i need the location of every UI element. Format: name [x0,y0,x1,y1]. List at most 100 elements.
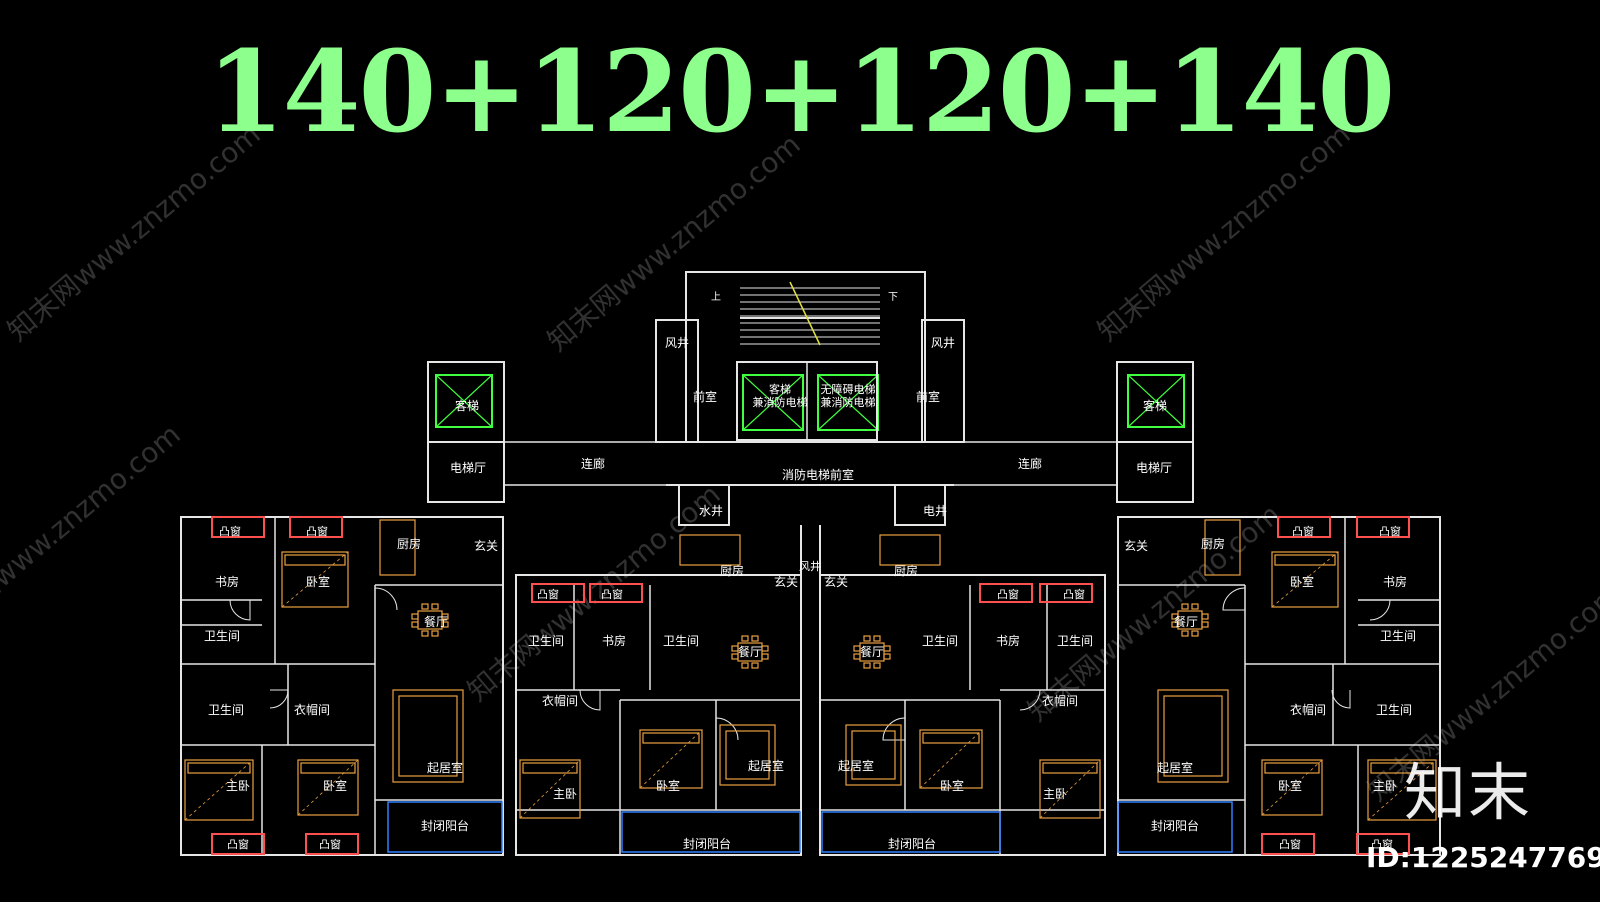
dining-chair [863,635,871,642]
room-label: 封闭阳台 [683,836,731,851]
kitchen-counter [379,519,416,576]
room-label: 下 [888,292,898,303]
sofa [392,689,464,783]
room-label: 卧室 [1278,778,1302,793]
bed-pillow [522,762,578,774]
room-label: 凸窗 [1379,524,1401,538]
sofa-seat [1163,695,1223,777]
bed-diagonal [919,729,983,789]
room-label: 餐厅 [738,644,762,659]
bed [1367,759,1437,821]
room-label: 起居室 [1157,760,1193,775]
balcony-rail [387,801,503,853]
room-label: 电梯厅 [450,461,486,475]
window-mark [1356,833,1410,855]
bed-pillow [187,762,251,774]
bed [1039,759,1101,819]
balcony-rail [621,811,801,853]
elevator-car [435,374,493,428]
dining-chair [411,613,419,620]
watermark-id: ID:1225247769 [1366,841,1600,874]
dining-chair [751,635,759,642]
room-label: 厨房 [397,536,421,551]
window-mark [211,516,265,538]
window-mark [589,583,643,603]
bed-diagonal [639,729,703,789]
room-label: 卧室 [323,778,347,793]
door-swing [374,587,398,611]
room-label: 玄关 [824,574,848,589]
room-label: 书房 [996,633,1020,648]
water-shaft [678,484,730,526]
dining-chair [883,653,891,660]
bed-pillow [922,732,980,744]
dining-chair [431,630,439,637]
dining-table [737,642,763,662]
room-label: 连廊 [581,456,605,471]
dining-chair [1171,621,1179,628]
sofa-seat [851,730,896,780]
room-label: 凸窗 [227,837,249,851]
window-mark [979,583,1033,603]
door-swing [269,689,289,709]
room-label: 主卧 [1373,779,1397,793]
balcony-rail [1117,801,1233,853]
room-label: 书房 [1383,574,1407,589]
left-lift-hall [427,441,505,503]
elevator-cross [435,374,493,428]
room-label: 卧室 [306,574,330,589]
dining-chair [731,653,739,660]
right-lift-hall [1116,441,1194,503]
elevator-cross [1127,374,1185,428]
dining-chair [1181,603,1189,610]
door-swing [229,599,251,621]
wall-layer [180,271,1441,856]
window-mark [1261,833,1315,855]
dining-chair [1191,603,1199,610]
dining-chair [873,662,881,669]
room-label: 衣帽间 [1042,693,1078,708]
bed [639,729,703,789]
sofa-seat [725,730,770,780]
door-swing [1019,689,1041,711]
room-label: 风井 [799,559,821,573]
room-label: 起居室 [748,758,784,773]
dining-chair [863,662,871,669]
room-label: 卫生间 [663,634,699,648]
room-label: 前室 [916,389,940,404]
room-label: 玄关 [474,538,498,553]
door-swing [1369,599,1391,621]
room-label: 凸窗 [1292,524,1314,538]
door-swing [1222,587,1246,611]
room-label: 封闭阳台 [421,818,469,833]
watermark-text: 知末网www.znzmo.com [0,418,187,648]
watermark-logo: 知末 [1404,756,1533,829]
stair-core-outline [685,271,926,443]
window-mark [1039,583,1093,603]
dining-chair [853,645,861,652]
stair-break-line [789,281,821,346]
bed-pillow [1042,762,1098,774]
room-label: 厨房 [894,563,918,578]
left-unit-outline [180,516,504,856]
sofa [719,724,776,786]
bed [1271,551,1339,608]
room-label: 卧室 [940,778,964,793]
room-label: 主卧 [1043,787,1067,801]
room-label: 卫生间 [1376,703,1412,717]
elevator-cross [817,374,879,431]
room-label: 卫生间 [922,634,958,648]
bed-pillow [1370,762,1434,774]
room-label: 凸窗 [306,524,328,538]
dining-chair [1201,621,1209,628]
room-label: 电梯厅 [1136,461,1172,475]
room-label: 卫生间 [1057,634,1093,648]
room-label: 玄关 [1124,538,1148,553]
kitchen-counter [679,534,741,566]
bed-diagonal [297,759,359,816]
room-label: 卫生间 [528,634,564,648]
room-label: 衣帽间 [542,693,578,708]
dining-chair [1191,630,1199,637]
dining-chair [873,635,881,642]
